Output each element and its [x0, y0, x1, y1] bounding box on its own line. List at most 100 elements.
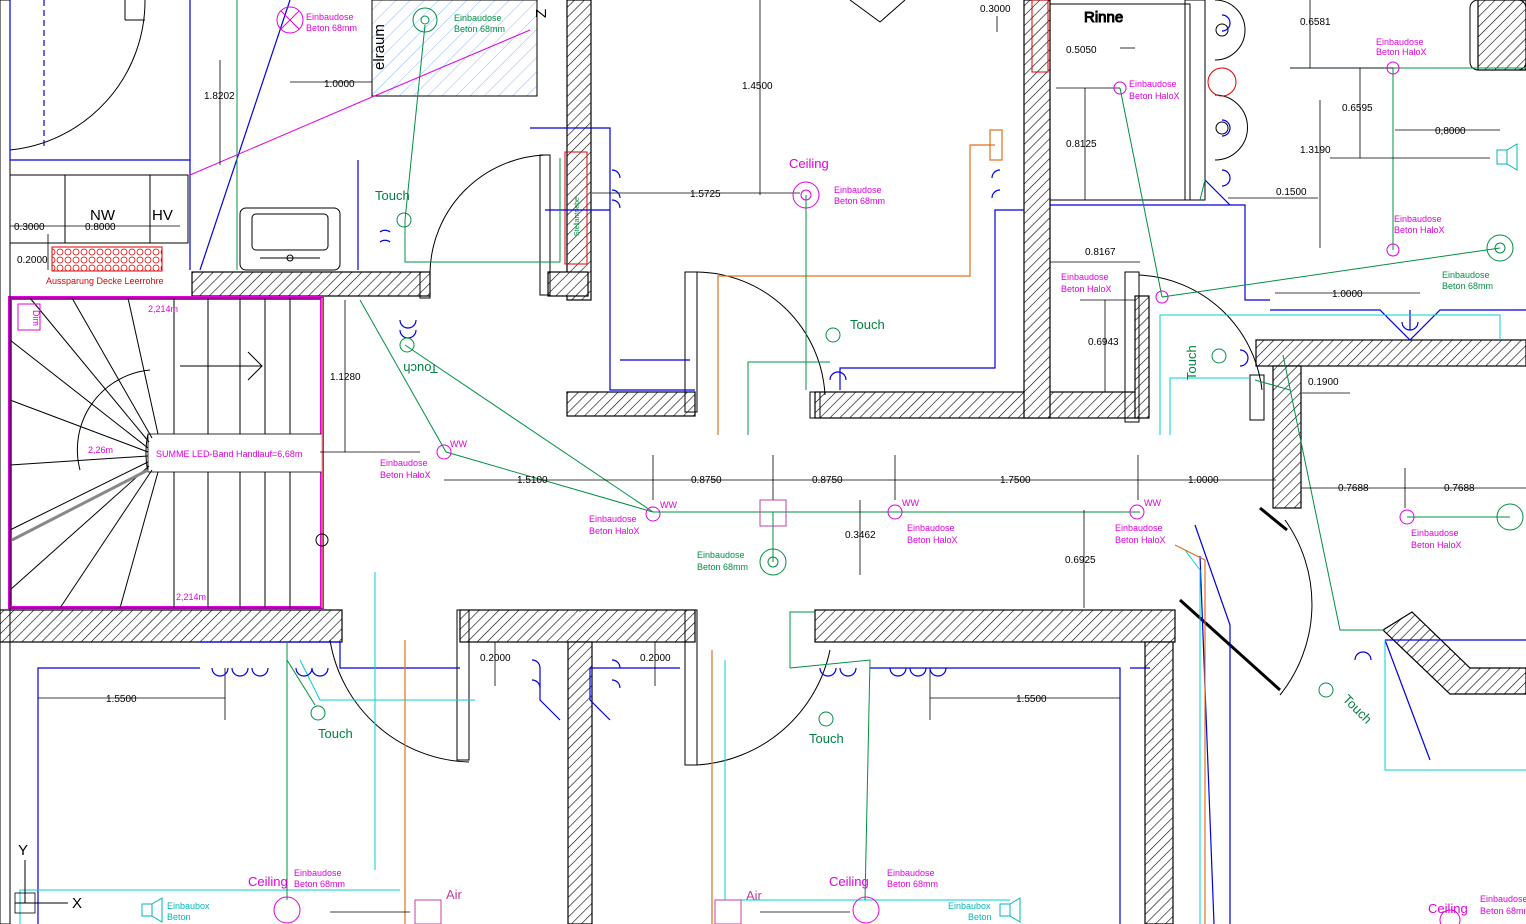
touch-label-2: Touch	[403, 361, 438, 376]
dimension-lines	[10, 0, 1526, 913]
ceiling-light-br	[1439, 909, 1461, 924]
halox-4	[1386, 243, 1400, 257]
dim: 1.8202	[204, 91, 235, 102]
label-beton-1: Beton 68mm	[306, 23, 357, 33]
label-halox-8: Beton HaloX	[380, 470, 431, 480]
dim: 0.6581	[1300, 17, 1331, 28]
halox-3	[1386, 61, 1400, 75]
halox-8	[1129, 504, 1145, 520]
ceiling-light-bm	[852, 896, 880, 924]
label-beton-3: Beton 68mm	[834, 196, 885, 206]
label-einbaubox-2: Einbaubox	[948, 901, 991, 911]
dim: 0.8750	[691, 475, 722, 486]
dim: 0.6943	[1088, 337, 1119, 348]
utility-area: NW HV Aussparung Decke Leerrohre elraum …	[0, 0, 588, 924]
label-halox-4: Beton HaloX	[1129, 91, 1180, 101]
dim: 1.0000	[324, 79, 355, 90]
dim: 0.2000	[480, 653, 511, 664]
label-box-beton-2: Beton	[968, 912, 992, 922]
dim: 0.1500	[1276, 187, 1307, 198]
room-rinne: Rinne	[1084, 9, 1123, 26]
label-einbaudose-5: Einbaudose	[1061, 272, 1109, 282]
label-einbaudose-15: Einbaudose	[294, 868, 342, 878]
touch-switch-7	[1318, 682, 1334, 698]
speaker-3	[1496, 149, 1508, 165]
ceiling-label-2: Ceiling	[248, 874, 288, 889]
room-elraum: elraum	[371, 24, 388, 70]
dim: 0,8000	[1435, 126, 1466, 137]
room-hv: HV	[152, 207, 173, 224]
dim: 0.8125	[1066, 139, 1097, 150]
socket-symbols	[211, 14, 1419, 689]
label-beton-13: Beton 68mm	[697, 562, 748, 572]
dim: 0.2000	[640, 653, 671, 664]
halox-1	[1113, 81, 1127, 95]
label-einbaudose-2: Einbaudose	[454, 13, 502, 23]
dim: 1.7500	[1000, 475, 1031, 486]
label-beton-14: Beton 68mm	[1442, 281, 1493, 291]
touch-switch-6	[818, 711, 834, 727]
label-einbaudose-3: Einbaudose	[834, 185, 882, 195]
halox-9	[1399, 509, 1415, 525]
label-halox-9: Beton HaloX	[589, 526, 640, 536]
stair-dim-label: Dim	[31, 310, 41, 326]
dim: 0.3462	[845, 530, 876, 541]
power-lines	[9, 0, 1526, 924]
label-einbaudose-7: Einbaudose	[1394, 214, 1442, 224]
dim: 1.3190	[1300, 145, 1331, 156]
label-halox-5: Beton HaloX	[1061, 284, 1112, 294]
einbaudose-1	[276, 6, 304, 34]
ceiling-light-elraum	[412, 7, 438, 33]
dim: 1.4500	[742, 81, 773, 92]
ww-3: WW	[902, 498, 919, 508]
label-halox-10: Beton HaloX	[907, 535, 958, 545]
bath-fixtures: Rinne	[1031, 0, 1526, 201]
halox-7	[887, 504, 903, 520]
ww-1: WW	[450, 439, 467, 449]
air-vent-1	[414, 899, 442, 924]
dim: 0.7688	[1338, 483, 1369, 494]
heating-lines	[404, 129, 1206, 924]
ceiling-light-room	[792, 181, 820, 209]
dim: 0.3000	[980, 4, 1011, 15]
stair-run-bottom: 2,214m	[176, 592, 206, 602]
dim: 0.5050	[1066, 45, 1097, 56]
touch-label-3: Touch	[850, 317, 885, 332]
air-label-2: Air	[746, 888, 763, 903]
switch-lines	[236, 0, 1526, 901]
outlet-lines	[189, 29, 531, 176]
label-einbaudose-1: Einbaudose	[306, 12, 354, 22]
label-einbaudose-6: Einbaudose	[1376, 37, 1424, 47]
halox-2	[1155, 290, 1169, 304]
air-vent-2	[714, 899, 742, 924]
ww-4: WW	[1144, 498, 1161, 508]
dim: 0.6595	[1342, 103, 1373, 114]
stair-led-sum: SUMME LED-Band Handlauf=6,68m	[156, 449, 302, 459]
dim: 0.2000	[17, 255, 48, 266]
dim: 1.1280	[330, 372, 361, 383]
label-einbaudose-16: Einbaudose	[887, 868, 935, 878]
dim: 0.1900	[1308, 377, 1339, 388]
network-lines	[19, 314, 1526, 924]
ceiling-light-bl	[273, 896, 301, 924]
staircase: Dim SUMME LED-Band Handlauf=6,68m 2,214m…	[8, 296, 329, 610]
room-nw: NW	[90, 207, 116, 224]
air-label-1: Air	[446, 887, 463, 902]
ceiling-light-right	[1486, 234, 1514, 262]
dim: 1.5500	[106, 694, 137, 705]
label-einbaudose-10: Einbaudose	[907, 523, 955, 533]
label-einbaudose-14: Einbaudose	[1442, 270, 1490, 280]
stair-run-top: 2,214m	[148, 304, 178, 314]
stair-run-left: 2,26m	[88, 445, 113, 455]
air-vent-3	[759, 499, 787, 527]
note-aussparung: Aussparung Decke Leerrohre	[46, 276, 164, 286]
label-einbaudose-12: Einbaudose	[1411, 528, 1459, 538]
dim: 1.5725	[690, 189, 721, 200]
label-einbaudose-8: Einbaudose	[380, 458, 428, 468]
ceiling-light-hall	[759, 548, 787, 576]
label-einbaudose-11: Einbaudose	[1115, 523, 1163, 533]
door-swings	[9, 0, 1313, 766]
dim: 0.3000	[14, 222, 45, 233]
